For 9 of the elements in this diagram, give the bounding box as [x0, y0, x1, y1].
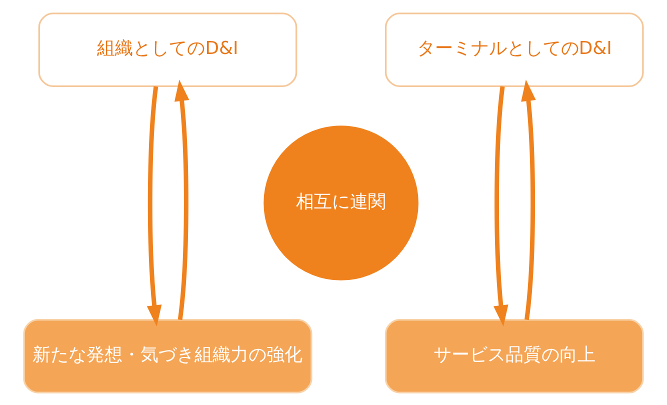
node-circle: 相互に連関 — [264, 125, 418, 280]
arrow — [521, 79, 536, 320]
arrow — [174, 79, 190, 320]
node-box: ターミナルとしてのD&I — [384, 12, 644, 86]
node-box: サービス品質の向上 — [384, 318, 644, 393]
node-box: 組織としてのD&I — [38, 12, 298, 86]
arrow — [494, 86, 508, 326]
node-box: 新たな発想・気づき組織力の強化 — [23, 318, 312, 393]
arrow — [146, 86, 162, 326]
